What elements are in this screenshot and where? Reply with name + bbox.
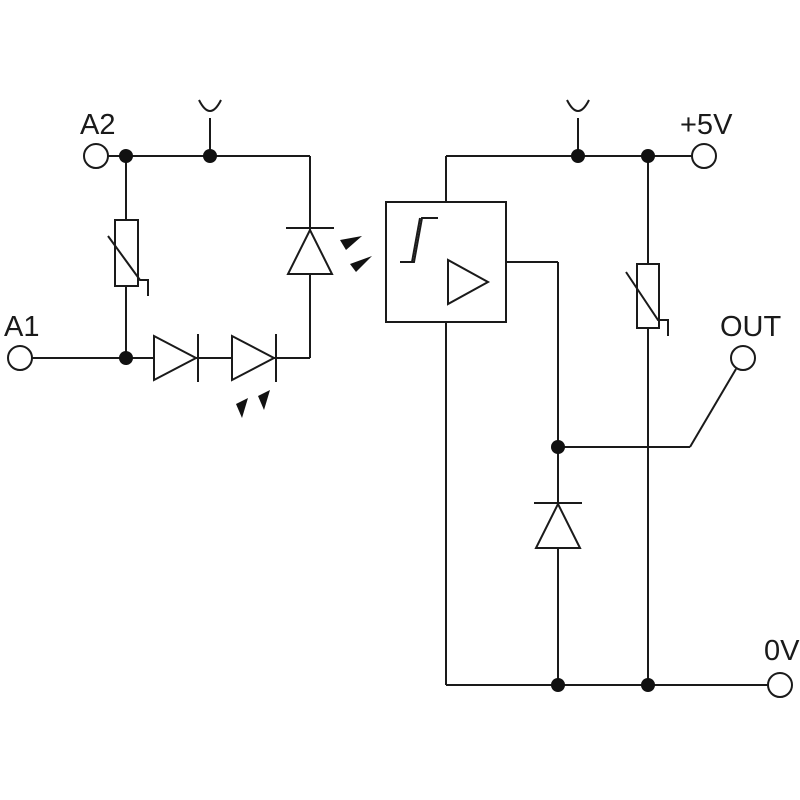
schmitt-trigger-amplifier: [385, 201, 507, 323]
terminal-out: [730, 345, 756, 371]
input-diode-1: [153, 334, 199, 382]
terminal-a2: [83, 143, 109, 169]
output-varistor: [625, 263, 669, 336]
label-plus5v: +5V: [680, 109, 733, 141]
input-protection-diode: [286, 227, 334, 275]
output-diode: [534, 501, 582, 549]
optocoupler-light-arrows: [340, 236, 372, 272]
input-varistor: [107, 219, 149, 296]
label-a2: A2: [80, 109, 115, 141]
terminal-0v: [767, 672, 793, 698]
label-0v: 0V: [764, 635, 800, 667]
input-led-diode: [231, 334, 277, 382]
label-out: OUT: [720, 311, 782, 343]
output-wiring: [445, 99, 768, 686]
led-emission-arrows: [236, 390, 270, 418]
terminal-plus5v: [691, 143, 717, 169]
terminal-a1: [7, 345, 33, 371]
input-wiring: [32, 99, 311, 359]
label-a1: A1: [4, 311, 39, 343]
junction-nodes: [119, 149, 655, 692]
